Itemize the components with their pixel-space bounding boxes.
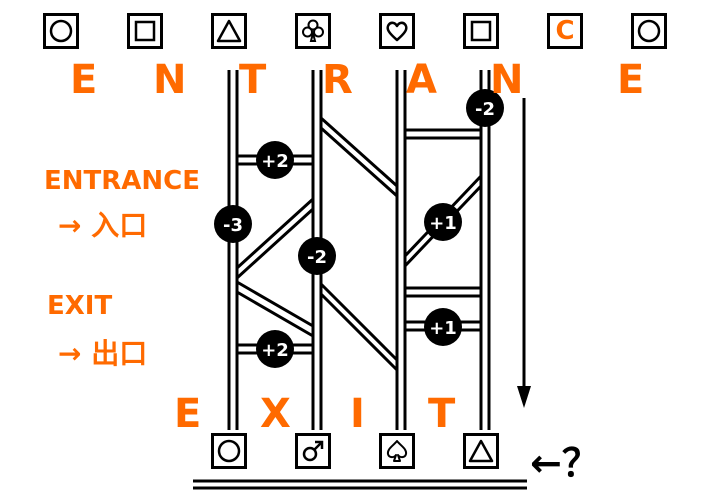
bottom-box-1 bbox=[211, 433, 247, 469]
triangle-icon bbox=[468, 439, 494, 463]
exit-letter: X bbox=[260, 391, 291, 437]
badge-minus2-b: -2 bbox=[466, 89, 504, 127]
question-marker: ←？ bbox=[530, 441, 600, 485]
top-box-1 bbox=[43, 13, 79, 49]
badge-label: +1 bbox=[429, 213, 457, 234]
badge-plus2-a: +2 bbox=[256, 141, 294, 179]
badge-label: -2 bbox=[307, 247, 327, 268]
badge-minus2-a: -2 bbox=[298, 237, 336, 275]
badge-plus1-b: +1 bbox=[424, 308, 462, 346]
circle-icon bbox=[217, 439, 241, 463]
triangle-icon bbox=[216, 19, 242, 43]
legend-entrance-label: ENTRANCE bbox=[44, 166, 200, 196]
entrance-letter: N bbox=[490, 57, 524, 103]
spade-icon bbox=[386, 440, 408, 462]
base-line bbox=[193, 479, 527, 490]
badge-label: -3 bbox=[223, 215, 243, 236]
top-box-7: C bbox=[547, 13, 583, 49]
top-box-6 bbox=[463, 13, 499, 49]
badge-minus3: -3 bbox=[214, 205, 252, 243]
entrance-letter: N bbox=[153, 57, 187, 103]
square-icon bbox=[470, 20, 492, 42]
exit-letter: E bbox=[174, 391, 202, 437]
box-letter: C bbox=[555, 16, 575, 46]
entrance-letter: T bbox=[239, 57, 267, 103]
top-box-3 bbox=[211, 13, 247, 49]
bottom-box-2 bbox=[295, 433, 331, 469]
bottom-box-4 bbox=[463, 433, 499, 469]
badge-plus2-b: +2 bbox=[256, 330, 294, 368]
entrance-letter: E bbox=[617, 57, 645, 103]
top-box-2 bbox=[127, 13, 163, 49]
club-icon bbox=[302, 19, 324, 42]
badge-label: +1 bbox=[429, 318, 457, 339]
down-arrow-icon bbox=[517, 98, 531, 408]
top-box-8 bbox=[631, 13, 667, 49]
circle-icon bbox=[637, 19, 661, 43]
top-box-4 bbox=[295, 13, 331, 49]
badge-plus1-a: +1 bbox=[424, 203, 462, 241]
entrance-letter: R bbox=[322, 57, 353, 103]
top-box-5 bbox=[379, 13, 415, 49]
badge-label: +2 bbox=[261, 151, 289, 172]
bottom-box-3 bbox=[379, 433, 415, 469]
circle-icon bbox=[49, 19, 73, 43]
badge-label: +2 bbox=[261, 340, 289, 361]
badge-label: -2 bbox=[475, 99, 495, 120]
legend-entrance-meaning: → 入口 bbox=[58, 209, 148, 242]
entrance-letter: A bbox=[406, 57, 437, 103]
male-icon bbox=[302, 440, 324, 462]
entrance-letter: E bbox=[70, 57, 98, 103]
square-icon bbox=[134, 20, 156, 42]
legend-exit-meaning: → 出口 bbox=[58, 337, 148, 370]
heart-icon bbox=[386, 21, 408, 42]
exit-letter: T bbox=[428, 391, 456, 437]
exit-letter: I bbox=[350, 391, 365, 437]
legend-exit-label: EXIT bbox=[47, 291, 113, 321]
